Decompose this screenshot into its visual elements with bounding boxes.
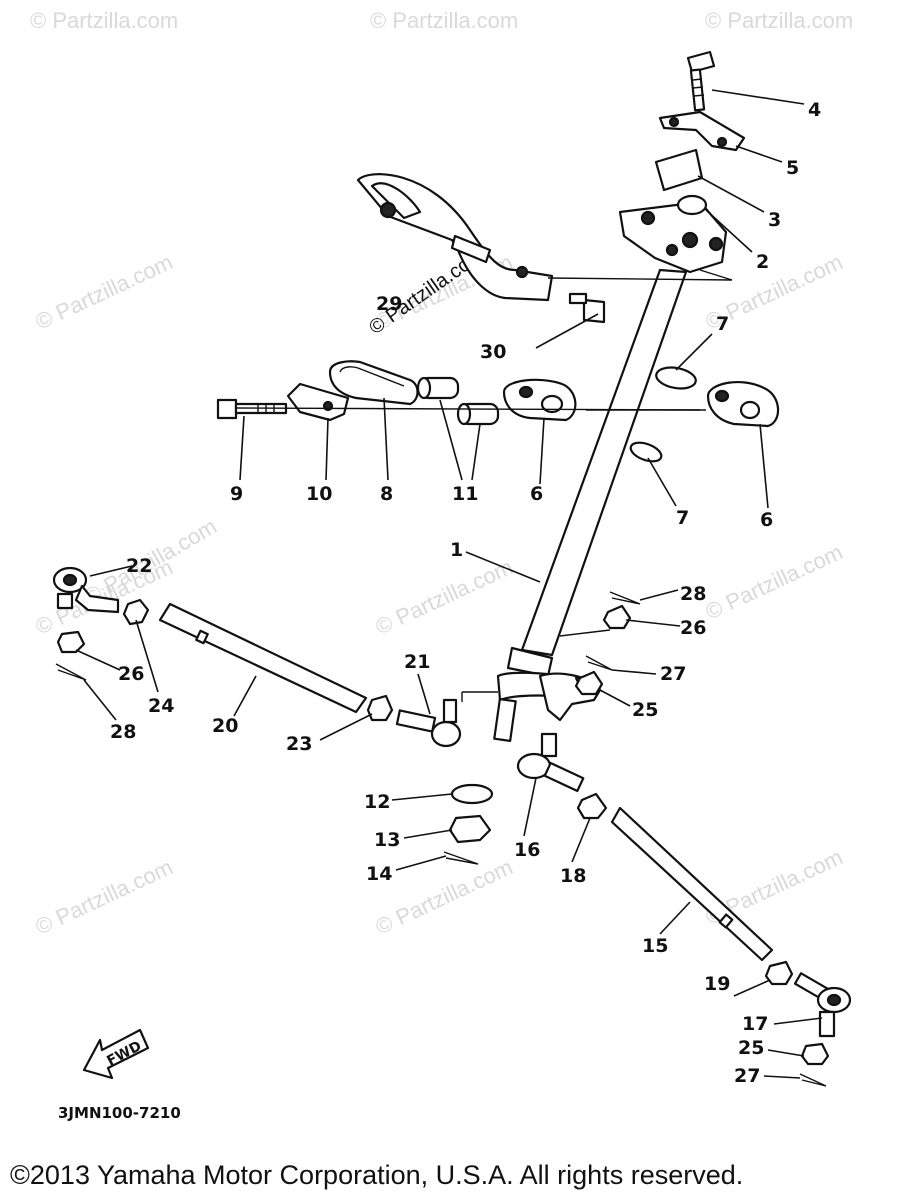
part-nut <box>122 598 150 626</box>
part-tie-rod-end-center <box>395 698 462 748</box>
part-nut <box>366 694 394 722</box>
callout-number: 29 <box>376 293 402 315</box>
callout-number: 7 <box>676 507 689 529</box>
callout-number: 9 <box>230 483 243 505</box>
part-bolt-top <box>686 50 716 112</box>
callout-number: 20 <box>212 715 238 737</box>
part-nut <box>764 960 794 986</box>
part-steering-column <box>493 268 688 743</box>
callout-number: 17 <box>742 1013 768 1035</box>
part-cotter-pin <box>609 591 641 605</box>
callout-number: 26 <box>118 663 144 685</box>
part-tie-rod-end-left <box>52 566 120 614</box>
part-cotter-pin <box>55 663 87 681</box>
callout-number: 27 <box>734 1065 760 1087</box>
callout-number: 1 <box>450 539 463 561</box>
part-clamp-left <box>502 378 577 422</box>
callout-number: 23 <box>286 733 312 755</box>
part-nut <box>602 604 632 630</box>
callout-number: 12 <box>364 791 390 813</box>
callout-number: 3 <box>768 209 781 231</box>
part-tie-rod-end-right-outer <box>793 972 852 1038</box>
callout-number: 6 <box>530 483 543 505</box>
part-lock-plate <box>658 110 746 152</box>
callout-number: 11 <box>452 483 478 505</box>
part-nut <box>576 792 608 820</box>
watermark: © Partzilla.com <box>705 8 853 33</box>
watermark: © Partzilla.com <box>30 8 178 33</box>
part-nut <box>800 1042 830 1066</box>
callout-number: 13 <box>374 829 400 851</box>
callout-number: 25 <box>632 699 658 721</box>
assembly-lines <box>234 269 733 702</box>
part-bolt-bracket <box>568 292 606 324</box>
part-bushings <box>416 376 500 426</box>
part-tie-rod-right <box>610 806 774 962</box>
part-small-bracket <box>286 382 350 422</box>
part-clamp-right <box>706 380 780 428</box>
callout-number: 22 <box>126 555 152 577</box>
callout-number: 28 <box>680 583 706 605</box>
forward-arrow-icon: FWD <box>82 1028 150 1080</box>
watermark: © Partzilla.com <box>702 539 847 624</box>
callout-labels: 1 2 3 4 5 6 6 7 7 8 9 10 11 12 13 14 15 … <box>110 99 821 1087</box>
part-cotter-pin <box>585 655 613 671</box>
part-collar <box>654 148 708 216</box>
callout-number: 25 <box>738 1037 764 1059</box>
part-handlebar-holder <box>618 200 728 274</box>
part-lock-washer <box>629 441 663 463</box>
callout-number: 2 <box>756 251 769 273</box>
callout-number: 16 <box>514 839 540 861</box>
callout-number: 18 <box>560 865 586 887</box>
copyright-notice: ©2013 Yamaha Motor Corporation, U.S.A. A… <box>10 1160 743 1190</box>
callout-number: 5 <box>786 157 799 179</box>
callout-number: 6 <box>760 509 773 531</box>
callout-number: 14 <box>366 863 392 885</box>
callout-number: 27 <box>660 663 686 685</box>
part-tie-rod-left <box>158 602 368 714</box>
part-lock-washer <box>655 366 697 390</box>
part-castle-nut <box>448 814 492 844</box>
watermark: © Partzilla.com <box>370 8 518 33</box>
callout-number: 28 <box>110 721 136 743</box>
part-washer <box>450 783 494 805</box>
watermark: © Partzilla.com <box>372 554 517 639</box>
watermark: © Partzilla.com <box>32 249 177 334</box>
part-nut <box>56 630 86 654</box>
callout-number: 19 <box>704 973 730 995</box>
watermark: © Partzilla.com <box>32 854 177 939</box>
part-cotter-pin <box>799 1073 827 1087</box>
callout-number: 8 <box>380 483 393 505</box>
callout-number: 15 <box>642 935 668 957</box>
part-handle-bracket <box>356 173 554 302</box>
watermark: © Partzilla.com <box>372 854 517 939</box>
part-cotter-pin <box>443 851 479 865</box>
leader-lines <box>75 89 823 1079</box>
part-nut <box>574 670 604 696</box>
callout-number: 10 <box>306 483 332 505</box>
part-tie-rod-end-right-inner <box>516 732 585 793</box>
diagram-code: 3JMN100-7210 <box>58 1104 181 1122</box>
part-long-bolt <box>216 398 288 420</box>
callout-number: 30 <box>480 341 506 363</box>
callout-number: 4 <box>808 99 821 121</box>
callout-number: 26 <box>680 617 706 639</box>
callout-number: 21 <box>404 651 430 673</box>
callout-number: 24 <box>148 695 174 717</box>
callout-number: 7 <box>716 313 729 335</box>
